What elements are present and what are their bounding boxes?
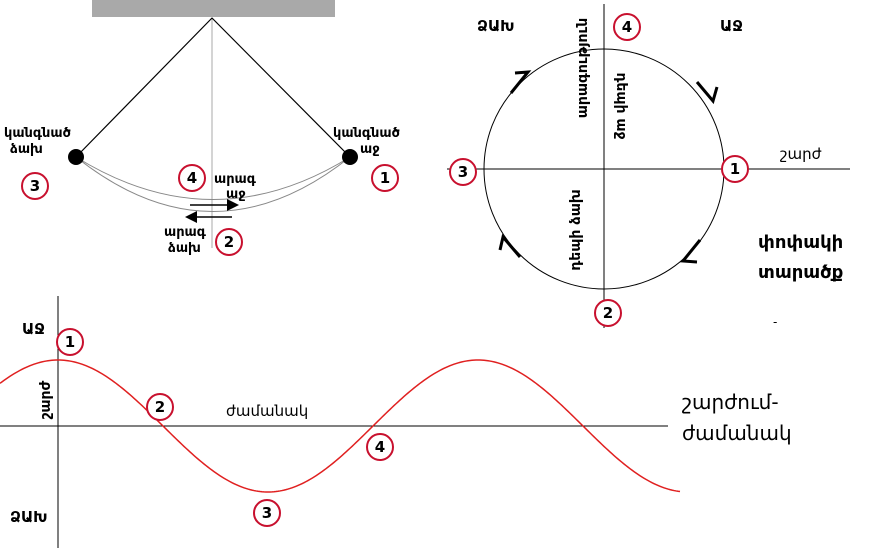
- badge-phase-top: 4: [613, 13, 641, 41]
- badge-wave-cross-down: 2: [146, 393, 174, 421]
- fast-right-label-line2: աջ: [226, 187, 246, 202]
- svg-text:1: 1: [380, 169, 390, 187]
- arrow-top-left-icon: [509, 70, 532, 94]
- badge-phase-bottom: 2: [594, 299, 622, 327]
- pendulum-panel: կանգնած ձախ կանգնած աջ արագ աջ արագ ձախ …: [4, 0, 400, 256]
- right-label-line1: կանգնած: [333, 126, 400, 141]
- right-label-line2: աջ: [360, 142, 380, 157]
- right-bob: [342, 149, 358, 165]
- phase-top-left-label: ՁԱԽ: [477, 17, 515, 35]
- badge-wave-trough: 3: [253, 499, 281, 527]
- wave-x-label: ժամանակ: [226, 402, 308, 420]
- badge-wave-peak: 1: [56, 328, 84, 356]
- svg-text:1: 1: [65, 333, 75, 351]
- phase-axis-x-label: շարժ: [780, 145, 822, 163]
- swing-arc-upper: [75, 156, 351, 200]
- phase-arrows: [498, 70, 719, 264]
- phase-upper-right-vertical: դեպի աջ: [613, 72, 629, 139]
- svg-text:3: 3: [262, 504, 272, 522]
- wave-panel: ԱՋ ՁԱԽ շարժ ժամանակ շարժում- ժամանակ 1 2…: [0, 296, 792, 548]
- badge-phase-right: 1: [721, 155, 749, 183]
- wave-right-label: ԱՋ: [22, 320, 45, 338]
- badge-middle-bottom: 2: [215, 228, 243, 256]
- phase-corner-label-line2: տարածք: [758, 262, 843, 283]
- svg-text:3: 3: [30, 177, 40, 195]
- fast-right-label-line1: արագ: [214, 172, 257, 187]
- phase-lower-vertical: դեպի ձախ: [568, 189, 584, 270]
- badge-middle-top: 4: [178, 164, 206, 192]
- swing-arc-lower: [75, 156, 351, 212]
- wave-y-label: շարժ: [38, 380, 54, 419]
- svg-text:4: 4: [622, 18, 632, 36]
- svg-text:4: 4: [187, 169, 197, 187]
- arrow-bottom-right-icon: [680, 239, 702, 264]
- svg-text:2: 2: [224, 233, 234, 251]
- badge-phase-left: 3: [449, 158, 477, 186]
- svg-text:3: 3: [458, 163, 468, 181]
- arrow-bottom-left-icon: [498, 233, 522, 258]
- stray-mark: -: [773, 315, 777, 329]
- phase-corner-label-line1: փոփակի: [758, 232, 843, 253]
- left-bob: [68, 149, 84, 165]
- badge-left-position: 3: [21, 172, 49, 200]
- wave-title-line2: ժամանակ: [682, 421, 792, 445]
- left-string: [75, 17, 213, 158]
- left-label-line1: կանգնած: [4, 126, 71, 141]
- fast-left-label-line1: արագ: [164, 225, 207, 240]
- badge-wave-cross-up: 4: [366, 433, 394, 461]
- right-string: [211, 17, 351, 158]
- svg-text:1: 1: [730, 160, 740, 178]
- wave-left-label: ՁԱԽ: [10, 508, 48, 526]
- arrow-top-right-icon: [695, 81, 719, 105]
- fast-left-label-line2: ձախ: [168, 241, 201, 256]
- left-label-line2: ձախ: [10, 142, 43, 157]
- ceiling-bar: [92, 0, 335, 17]
- phase-space-panel: ՁԱԽ ԱՋ շարժ արագություն դեպի աջ դեպի ձախ…: [447, 4, 850, 328]
- wave-curve: [0, 359, 681, 493]
- badge-right-position: 1: [371, 164, 399, 192]
- svg-text:2: 2: [603, 304, 613, 322]
- svg-text:2: 2: [155, 398, 165, 416]
- phase-top-right-label: ԱՋ: [720, 17, 743, 35]
- wave-title-line1: շարժում-: [682, 390, 779, 414]
- phase-upper-left-vertical: արագություն: [575, 18, 591, 118]
- svg-text:4: 4: [375, 438, 385, 456]
